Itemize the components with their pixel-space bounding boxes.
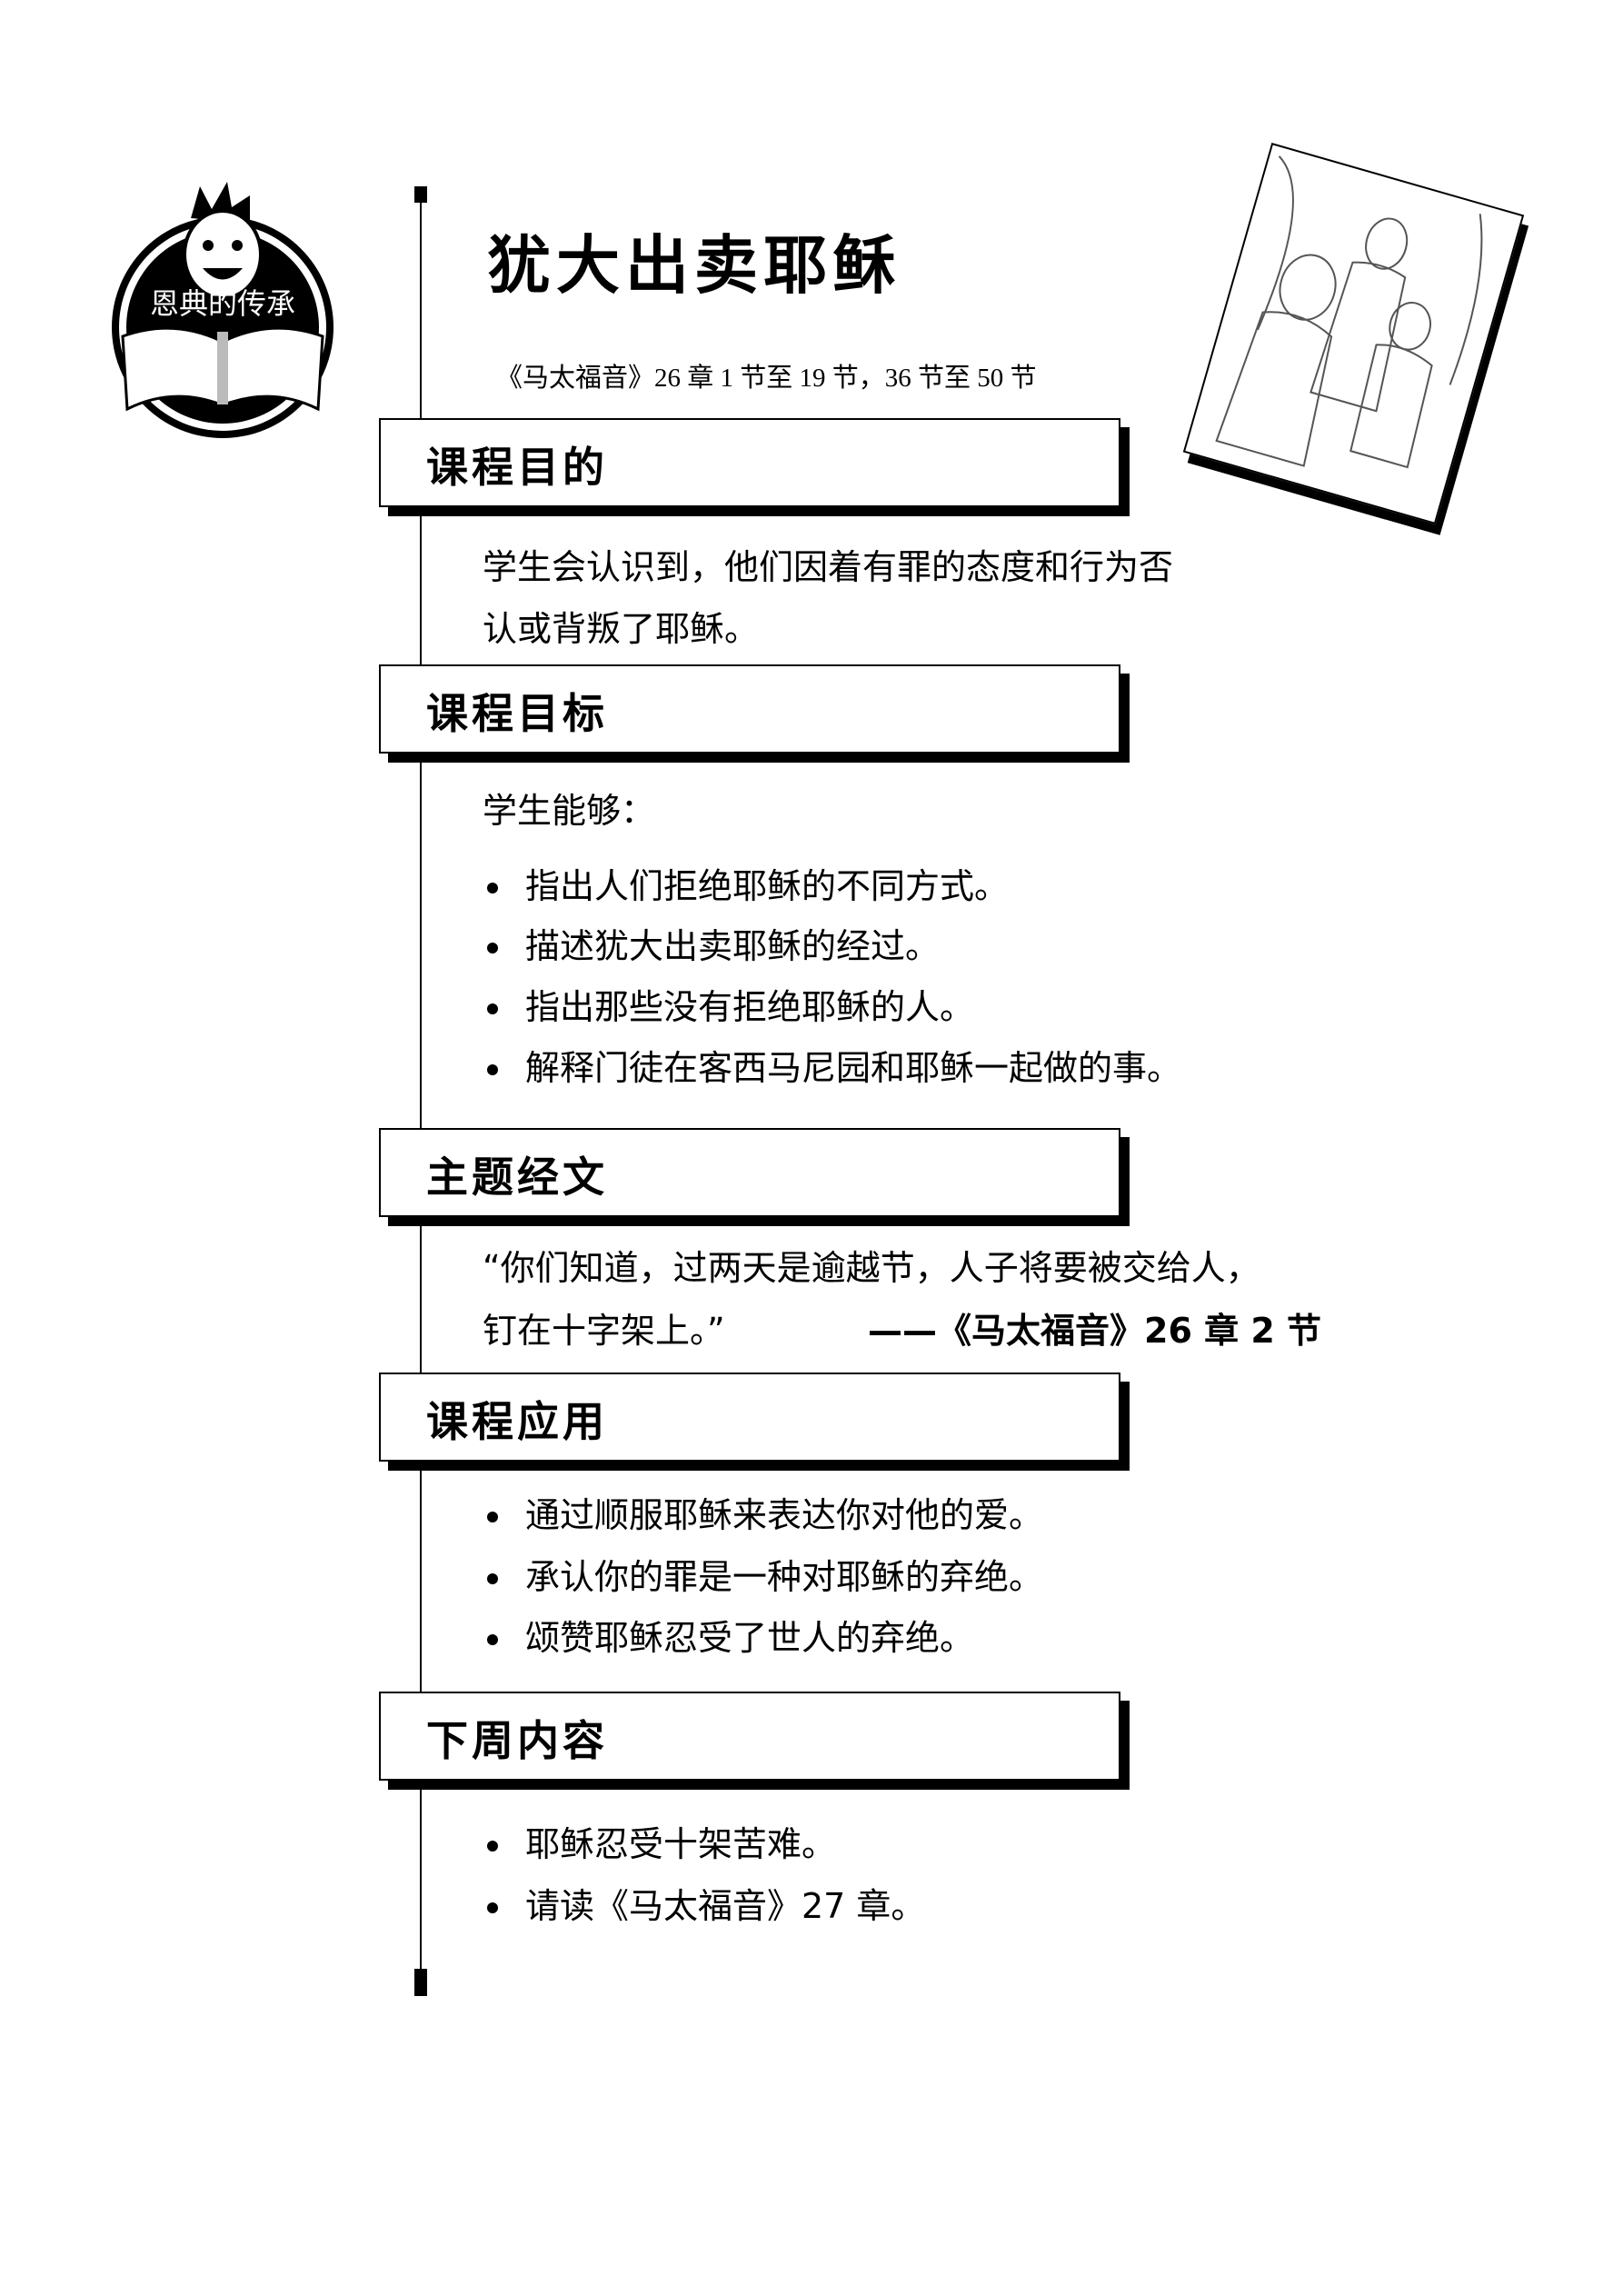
judas-illustration xyxy=(1182,143,1525,524)
key-verse-citation: ——《马太福音》26 章 2 节 xyxy=(868,1311,1322,1351)
section-heading: 下周内容 xyxy=(426,1716,608,1765)
key-verse-line: 钉在十字架上。” xyxy=(483,1311,725,1351)
key-verse-line: “你们知道，过两天是逾越节，人子将要被交给人， xyxy=(483,1248,1260,1288)
objectives-intro: 学生能够： xyxy=(483,791,656,831)
purpose-text-line: 认或背叛了耶稣。 xyxy=(483,609,760,649)
scripture-reference: 《马太福音》26 章 1 节至 19 节，36 节至 50 节 xyxy=(496,364,1037,393)
section-heading: 课程目标 xyxy=(426,689,608,738)
timeline-top-marker xyxy=(414,186,427,203)
grace-heritage-logo: 恩典的传承 xyxy=(105,182,341,445)
logo-text: 恩典的传承 xyxy=(150,286,295,321)
page-title: 犹大出卖耶稣 xyxy=(487,228,901,303)
section-header-key-verse: 主题经文 xyxy=(379,1128,1120,1217)
section-header-next-week: 下周内容 xyxy=(379,1692,1120,1781)
purpose-text-line: 学生会认识到，他们因着有罪的态度和行为否 xyxy=(483,547,1174,587)
section-header-objectives: 课程目标 xyxy=(379,664,1120,754)
section-header-application: 课程应用 xyxy=(379,1373,1120,1462)
section-heading: 课程应用 xyxy=(426,1397,608,1446)
section-heading: 课程目的 xyxy=(426,443,608,492)
section-heading: 主题经文 xyxy=(426,1153,608,1202)
timeline-bottom-marker xyxy=(414,1969,427,1996)
section-header-purpose: 课程目的 xyxy=(379,418,1120,507)
timeline-line xyxy=(420,192,422,1985)
